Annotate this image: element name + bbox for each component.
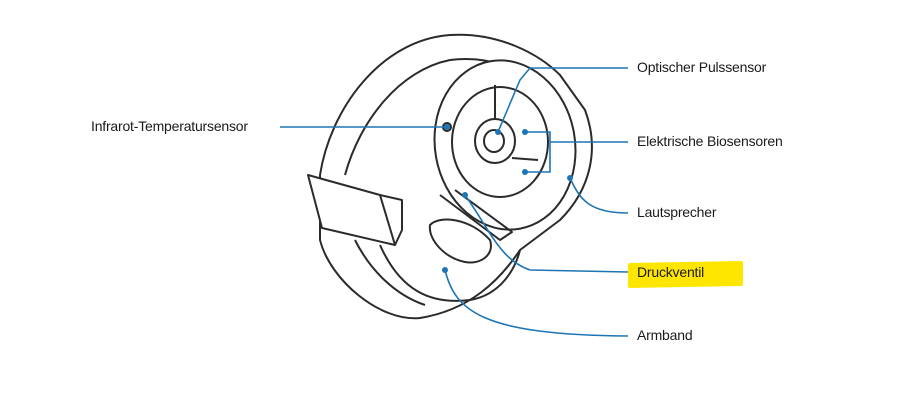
- label-infrared-sensor: Infrarot-Temperatursensor: [91, 118, 248, 134]
- label-band: Armband: [637, 327, 693, 343]
- label-speaker: Lautsprecher: [637, 204, 717, 220]
- leader-lines: [280, 67, 629, 337]
- label-optical-sensor: Optischer Pulssensor: [637, 59, 767, 75]
- label-pressure-valve: Druckventil: [637, 264, 705, 280]
- buckle: [307, 174, 396, 246]
- label-electrical-sensors: Elektrische Biosensoren: [637, 133, 783, 149]
- band-outer: [319, 33, 593, 320]
